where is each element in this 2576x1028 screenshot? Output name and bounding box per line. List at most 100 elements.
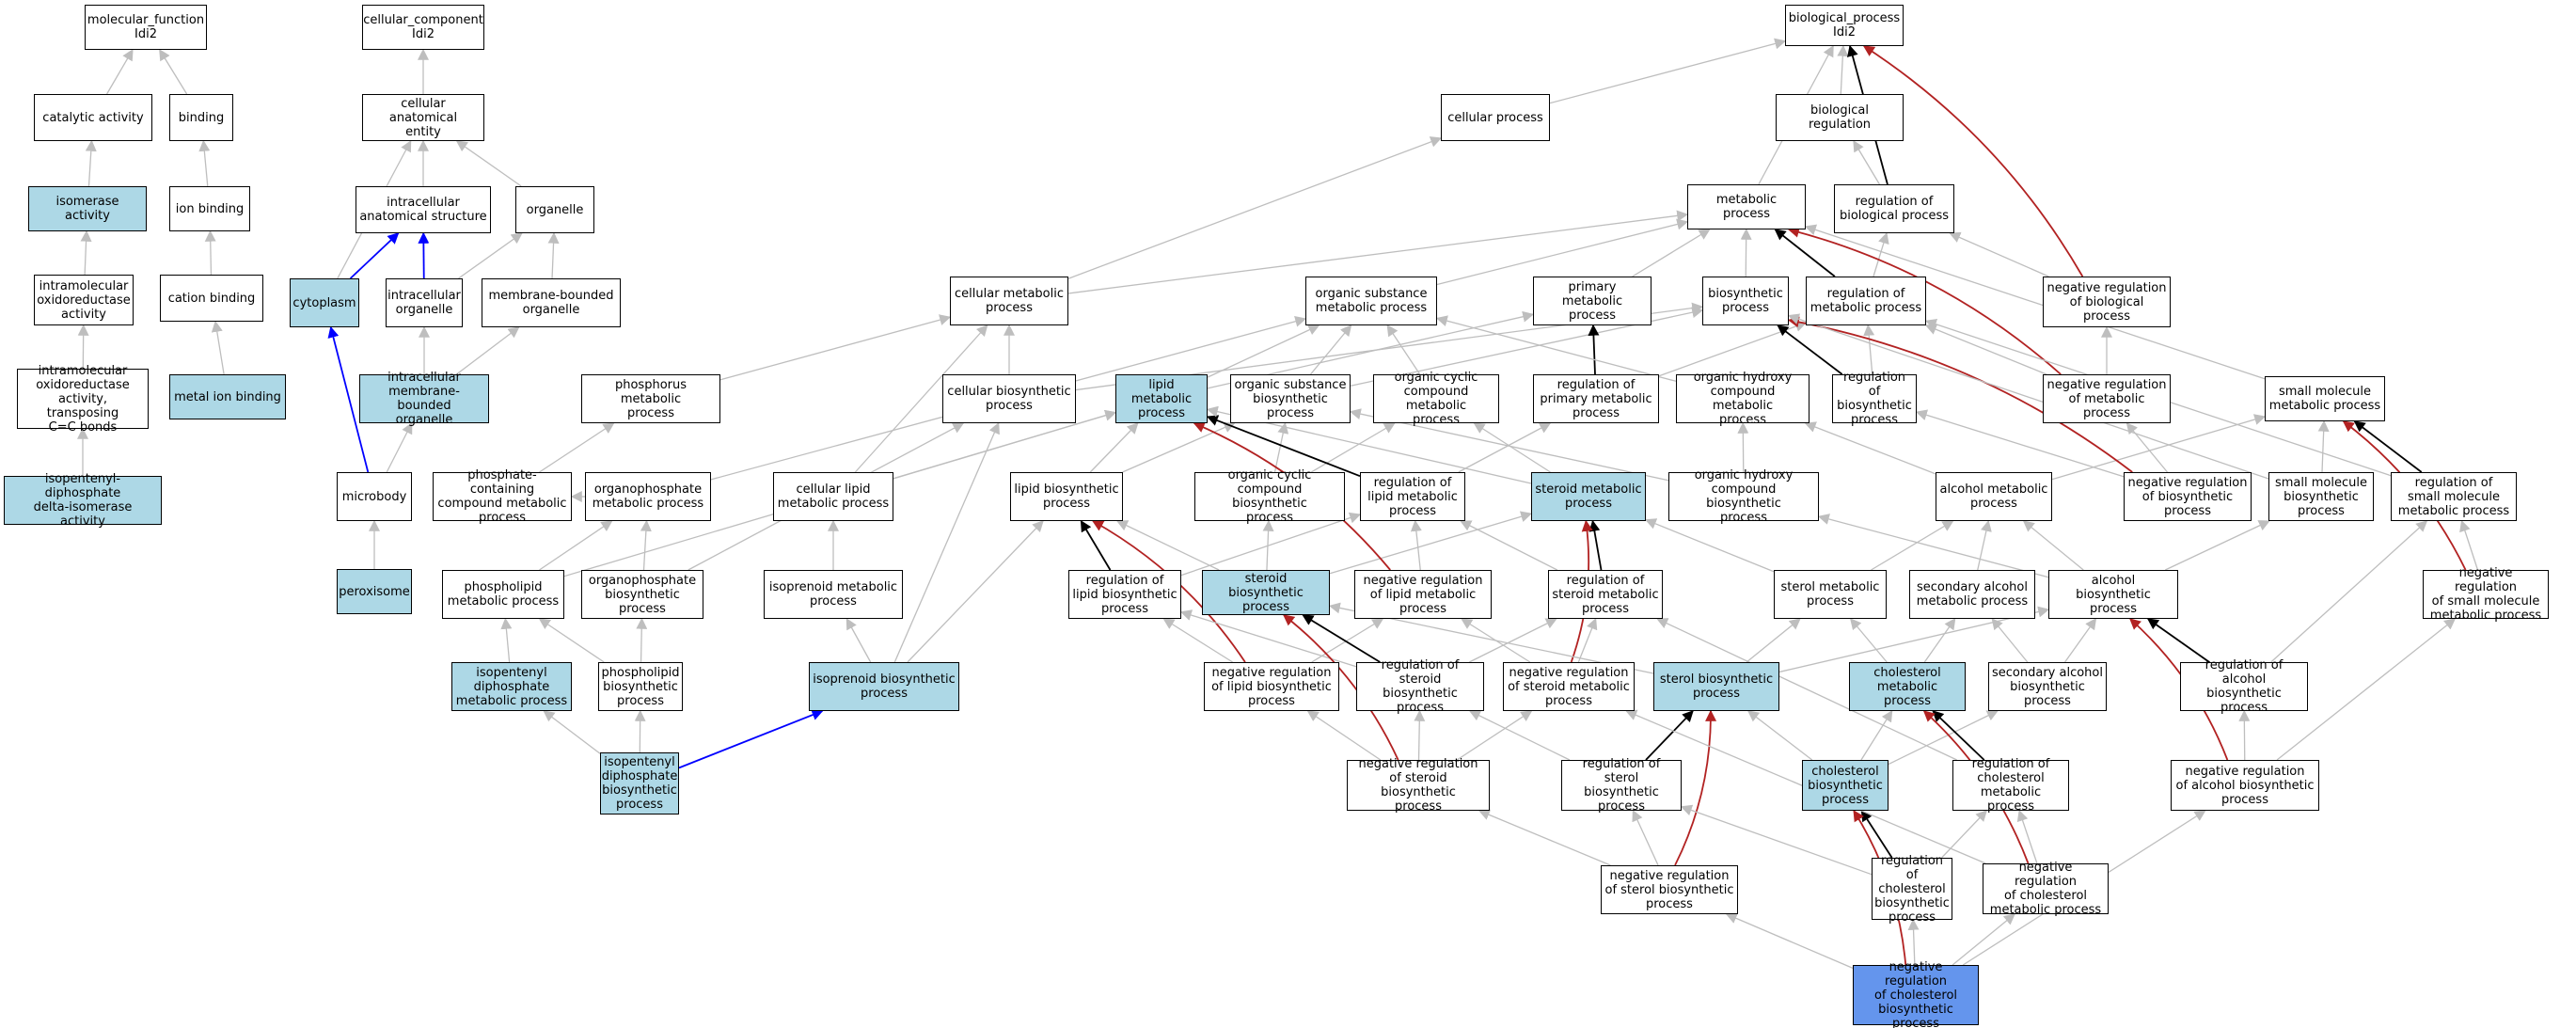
term-node-cell-biosyn[interactable]: cellular biosynthetic process [942,374,1076,423]
term-node-isoprenoid-met[interactable]: isoprenoid metabolic process [764,570,903,619]
term-node-reg-sterol-biosyn[interactable]: regulation of sterol biosynthetic proces… [1561,757,1682,814]
term-node-organelle[interactable]: organelle [515,186,594,233]
term-node-neg-reg-small-mol-met[interactable]: negative regulation of small molecule me… [2423,566,2549,623]
term-node-biosynth[interactable]: biosynthetic process [1702,277,1789,325]
term-node-phospholipid-biosyn[interactable]: phospholipid biosynthetic process [598,662,683,711]
term-node-phos-met[interactable]: phosphorus metabolic process [581,374,720,423]
term-node-cell-lipid-met[interactable]: cellular lipid metabolic process [773,472,893,521]
edge-negatively-regulates-neg_reg_biosyn-to-biosynth [1787,316,2133,473]
term-node-sterol-biosyn[interactable]: sterol biosynthetic process [1653,662,1779,711]
term-node-peroxisome[interactable]: peroxisome [337,569,412,614]
term-node-sterol-met[interactable]: sterol metabolic process [1774,570,1887,619]
term-node-intramol-transp[interactable]: intramolecular oxidoreductase activity, … [17,364,149,435]
term-node-neg-reg-biosyn[interactable]: negative regulation of biosynthetic proc… [2124,472,2252,521]
term-node-cholesterol-biosyn[interactable]: cholesterol biosynthetic process [1802,760,1889,811]
term-node-ipp-biosyn[interactable]: isopentenyl diphosphate biosynthetic pro… [600,752,679,814]
edge-is-a-prim_met-to-met_proc [1632,229,1711,277]
term-node-met-proc[interactable]: metabolic process [1687,184,1806,229]
term-node-ipp-met[interactable]: isopentenyl diphosphate metabolic proces… [451,662,572,711]
term-node-intra-mem-org[interactable]: intracellular membrane-bounded organelle [359,371,489,427]
term-node-org-hydroxy-met[interactable]: organic hydroxy compound metabolic proce… [1676,371,1810,427]
edge-is-a-ipp_biosyn-to-ipp_met [543,710,601,754]
term-node-mf[interactable]: molecular_function Idi2 [85,5,207,50]
term-node-reg-cholesterol-met[interactable]: regulation of cholesterol metabolic proc… [1952,757,2069,814]
term-node-neg-reg-met[interactable]: negative regulation of metabolic process [2043,374,2171,423]
edge-is-a-neg_reg_cholesterol_biosyn-to-neg_reg_sterol_biosyn [1725,912,1854,969]
term-node-neg-reg-lipid-biosyn[interactable]: negative regulation of lipid biosyntheti… [1204,662,1339,711]
edge-is-a-isoprenoid_biosyn-to-lipid_biosyn [907,520,1044,663]
term-node-sec-alcohol-biosyn[interactable]: secondary alcohol biosynthetic process [1988,662,2107,711]
term-node-cc[interactable]: cellular_component Idi2 [362,5,484,50]
term-node-reg-bio[interactable]: regulation of biological process [1834,184,1954,233]
term-node-neg-reg-cholesterol-biosyn[interactable]: negative regulation of cholesterol biosy… [1853,960,1979,1028]
edge-is-a-reg_lipid_met-to-reg_prim_met [1458,422,1552,473]
term-node-lipid-biosyn[interactable]: lipid biosynthetic process [1010,472,1123,521]
term-node-small-mol-met[interactable]: small molecule metabolic process [2265,376,2385,421]
edge-is-a-cell_proc-to-bp [1549,38,1787,104]
term-node-alcohol-met[interactable]: alcohol metabolic process [1936,472,2052,521]
term-node-neg-reg-bio[interactable]: negative regulation of biological proces… [2043,277,2171,327]
term-node-cholesterol-met[interactable]: cholesterol metabolic process [1849,662,1966,711]
term-node-reg-steroid-biosyn[interactable]: regulation of steroid biosynthetic proce… [1356,658,1484,715]
term-node-org-cyc-met[interactable]: organic cyclic compound metabolic proces… [1373,371,1499,427]
term-node-neg-reg-steroid-biosyn[interactable]: negative regulation of steroid biosynthe… [1347,757,1490,814]
term-node-organophos-biosyn[interactable]: organophosphate biosynthetic process [581,570,703,619]
term-node-binding[interactable]: binding [169,94,233,141]
term-node-neg-reg-lipid-met[interactable]: negative regulation of lipid metabolic p… [1354,570,1492,619]
term-node-steroid-met[interactable]: steroid metabolic process [1531,472,1646,521]
edge-is-a-lipid_biosyn-to-org_sub_biosyn [1122,421,1236,473]
term-node-isoprenoid-biosyn[interactable]: isoprenoid biosynthetic process [809,662,959,711]
term-node-small-mol-biosyn[interactable]: small molecule biosynthetic process [2268,472,2374,521]
term-node-alcohol-biosyn[interactable]: alcohol biosynthetic process [2048,570,2178,619]
edge-is-a-isoprenoid_biosyn-to-isoprenoid_met [845,617,872,663]
term-node-org-sub-biosyn[interactable]: organic substance biosynthetic process [1230,374,1351,423]
term-node-reg-steroid-met[interactable]: regulation of steroid metabolic process [1548,570,1663,619]
term-node-cell-met[interactable]: cellular metabolic process [950,277,1068,325]
term-node-cationbinding[interactable]: cation binding [160,275,263,322]
term-node-sec-alcohol-met[interactable]: secondary alcohol metabolic process [1909,570,2035,619]
edge-is-a-organelle-to-cell_anat [455,140,522,187]
term-node-reg-small-mol-met[interactable]: regulation of small molecule metabolic p… [2391,472,2517,521]
term-node-reg-cholesterol-biosyn[interactable]: regulation of cholesterol biosynthetic p… [1872,854,1952,925]
term-node-organophos-met[interactable]: organophosphate metabolic process [585,472,711,521]
edge-is-a-neg_reg_steroid_met-to-reg_steroid_met [1577,617,1598,663]
edge-is-a-sterol_met-to-steroid_met [1644,518,1775,573]
term-node-cytoplasm[interactable]: cytoplasm [290,278,359,327]
term-node-lipid-met[interactable]: lipid metabolic process [1115,374,1208,423]
term-node-cell-proc[interactable]: cellular process [1441,94,1550,141]
term-node-reg-alcohol-biosyn[interactable]: regulation of alcohol biosynthetic proce… [2180,658,2308,715]
term-node-catalytic[interactable]: catalytic activity [34,94,152,141]
term-node-bio-reg[interactable]: biological regulation [1776,94,1904,141]
term-node-isomerase[interactable]: isomerase activity [28,186,147,231]
edge-is-a-lipid_met-to-org_sub_met [1207,324,1320,378]
term-node-steroid-biosyn[interactable]: steroid biosynthetic process [1202,570,1330,615]
edge-is-a-alcohol_biosyn-to-small_mol_biosyn [2164,520,2270,571]
term-node-phospholipid-met[interactable]: phospholipid metabolic process [442,570,564,619]
term-node-neg-reg-steroid-met[interactable]: negative regulation of steroid metabolic… [1503,662,1635,711]
term-node-bp[interactable]: biological_process Idi2 [1785,5,1904,46]
term-node-mem-org[interactable]: membrane-bounded organelle [482,278,621,327]
term-node-intra-org[interactable]: intracellular organelle [386,278,463,327]
term-node-reg-lipid-biosyn[interactable]: regulation of lipid biosynthetic process [1068,570,1181,619]
term-node-intra-anat[interactable]: intracellular anatomical structure [356,186,491,233]
term-node-org-sub-met[interactable]: organic substance metabolic process [1305,277,1437,325]
term-node-metalion[interactable]: metal ion binding [169,374,286,419]
term-node-intramol-oxido[interactable]: intramolecular oxidoreductase activity [34,275,134,325]
term-node-neg-reg-alcohol-biosyn[interactable]: negative regulation of alcohol biosynthe… [2171,760,2319,811]
term-node-org-cyc-biosyn[interactable]: organic cyclic compound biosynthetic pro… [1194,468,1345,525]
term-node-reg-biosyn[interactable]: regulation of biosynthetic process [1832,371,1917,427]
term-node-ionbinding[interactable]: ion binding [169,186,250,231]
term-node-reg-met[interactable]: regulation of metabolic process [1806,277,1926,325]
term-node-neg-reg-sterol-biosyn[interactable]: negative regulation of sterol biosynthet… [1601,865,1738,914]
term-node-org-hydroxy-biosyn[interactable]: organic hydroxy compound biosynthetic pr… [1668,468,1819,525]
term-node-ipp-isomerase[interactable]: isopentenyl-diphosphate delta-isomerase … [4,472,162,529]
term-node-phos-cont[interactable]: phosphate-containing compound metabolic … [433,468,572,525]
term-node-reg-prim-met[interactable]: regulation of primary metabolic process [1533,374,1659,423]
term-node-reg-lipid-met[interactable]: regulation of lipid metabolic process [1360,472,1465,521]
edge-is-a-cholesterol_biosyn-to-cholesterol_met [1860,709,1893,761]
term-node-microbody[interactable]: microbody [337,472,412,521]
term-node-neg-reg-cholesterol-met[interactable]: negative regulation of cholesterol metab… [1983,861,2109,917]
term-node-prim-met[interactable]: primary metabolic process [1533,277,1651,325]
term-node-cell-anat[interactable]: cellular anatomical entity [362,94,484,141]
edge-is-a-reg_steroid_biosyn-to-reg_lipid_biosyn [1179,609,1357,668]
